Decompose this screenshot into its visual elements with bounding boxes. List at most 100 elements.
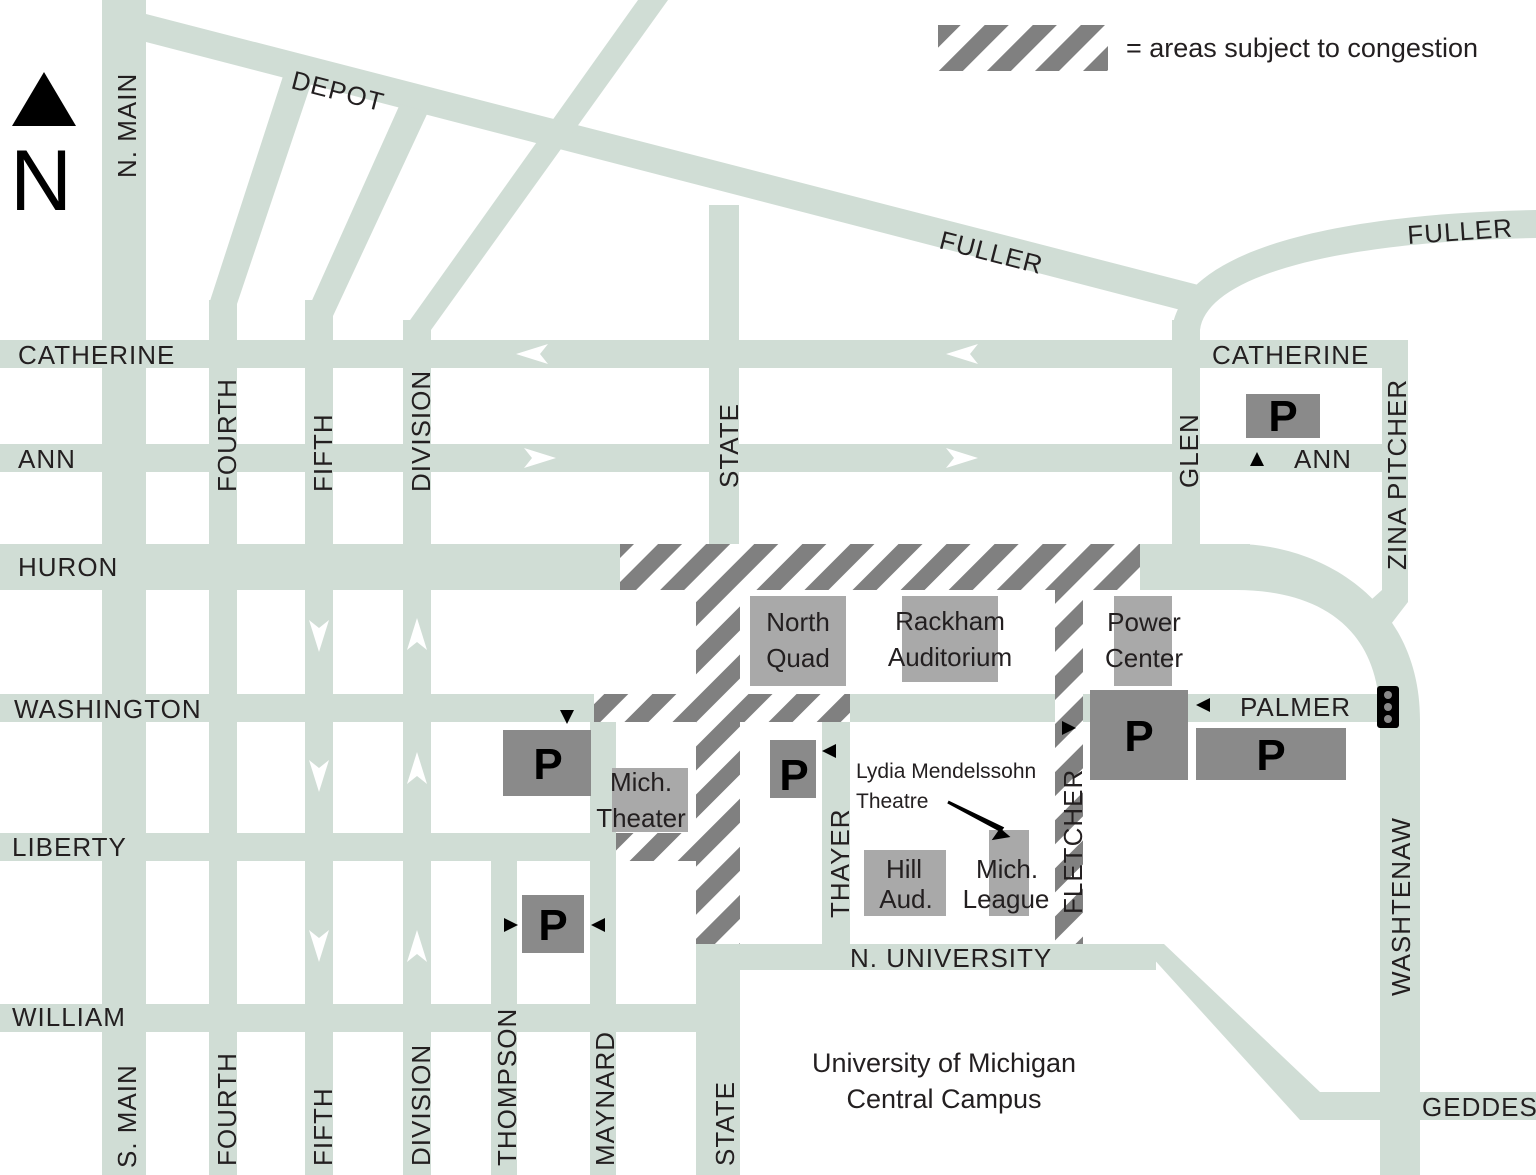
north-quad-label: North [766,607,830,637]
street-label-n-university: N. UNIVERSITY [850,943,1052,973]
north-arrow-icon [12,72,76,126]
oneway-arrow-icon [407,752,427,784]
buildings [612,596,1172,916]
legend: = areas subject to congestion [938,25,1478,71]
road-glen [1172,320,1200,550]
street-label-fifth-south: FIFTH [308,1087,338,1166]
street-label-fifth-north: FIFTH [308,413,338,492]
road-fourth-diag [209,70,313,304]
road-main [102,0,146,1175]
parking-palmer-west[interactable] [1090,690,1188,780]
north-letter: N [10,133,72,229]
congestion-area-washington [594,694,850,722]
mich-league-building[interactable] [989,830,1029,916]
street-label-maynard: MAYNARD [590,1031,620,1166]
compass: N [10,72,76,229]
street-label-thompson: THOMPSON [492,1008,522,1166]
parking-symbol: P [779,751,808,800]
congestion-areas [594,544,1140,944]
oneway-arrow-icon [946,448,978,468]
oneway-arrow-icon [309,930,329,962]
street-label-palmer: PALMER [1240,692,1351,722]
street-label-washtenaw: WASHTENAW [1386,817,1416,996]
street-label-catherine-east: CATHERINE [1212,340,1369,370]
road-fifth-diag [305,104,428,316]
hill-aud-label: Hill [886,854,922,884]
entrance-arrow-icon [1250,452,1264,466]
road-fifth [305,300,333,1175]
oneway-arrow-icon [516,344,548,364]
legend-text: = areas subject to congestion [1126,33,1478,63]
rackham-building[interactable] [902,596,998,682]
street-label-fourth-north: FOURTH [212,378,242,492]
oneway-arrow-icon [309,760,329,792]
street-label-state-south: STATE [710,1081,740,1166]
road-depot-fuller [146,14,1210,316]
street-label-glen: GLEN [1174,413,1204,488]
street-label-ann-west: ANN [18,444,76,474]
entrance-arrows [504,452,1264,932]
street-label-catherine-west: CATHERINE [18,340,175,370]
parking-symbols: P P P P P P [533,392,1297,950]
entrance-arrow-icon [560,710,574,724]
street-label-division-south: DIVISION [406,1044,436,1166]
parking-washington-fourth[interactable] [503,730,591,796]
parking-symbol: P [1268,392,1297,441]
parking-lots [503,394,1346,953]
entrance-arrow-icon [822,744,836,758]
congestion-area-huron [620,544,1140,944]
street-label-n-main: N. MAIN [112,73,142,178]
road-division-diag [403,0,668,330]
road-n-university [696,944,1156,970]
street-label-fuller-east: FULLER [1406,213,1514,250]
road-maynard [590,722,616,1175]
road-washtenaw [1236,544,1420,1175]
road-division [403,320,431,1175]
road-zina-pitcher [1382,340,1408,602]
parking-symbol: P [533,740,562,789]
congestion-area-liberty [616,833,696,861]
oneway-arrow-icon [946,344,978,364]
street-label-william: WILLIAM [12,1002,126,1032]
traffic-light-icon [1377,686,1399,728]
entrance-arrow-icon [504,918,518,932]
campus-label-line2: Central Campus [846,1084,1041,1114]
parking-maynard[interactable] [522,895,584,953]
road-fuller-east [1172,210,1536,330]
campus-label: University of Michigan Central Campus [812,1048,1076,1114]
lydia-mendelssohn-label: Theatre [856,790,928,813]
street-labels: N. MAIN S. MAIN DEPOT FULLER FULLER CATH… [12,65,1536,1168]
oneway-arrow-icon [407,618,427,650]
entrance-arrow-icon [591,918,605,932]
power-center-label: Center [1105,643,1183,673]
road-fourth [209,300,237,1175]
road-zina-link [1362,590,1408,628]
power-center-building[interactable] [1114,596,1172,686]
parking-symbol: P [1124,712,1153,761]
oneway-arrow-icon [524,448,556,468]
parking-palmer-east[interactable] [1196,728,1346,780]
hill-aud-label: Aud. [879,884,933,914]
oneway-arrow-icon [407,930,427,962]
street-label-washington: WASHINGTON [14,694,202,724]
mich-league-label: Mich. [976,854,1038,884]
road-n-university-diag [1140,944,1320,1120]
power-center-label: Power [1107,607,1181,637]
parking-ann-glen[interactable] [1246,394,1320,438]
street-label-geddes: GEDDES [1422,1092,1536,1122]
street-label-huron: HURON [18,552,118,582]
road-thayer [822,722,850,944]
parking-thayer[interactable] [770,740,816,798]
parking-symbol: P [538,901,567,950]
parking-symbol: P [1256,731,1285,780]
hill-aud-building[interactable] [864,850,946,916]
entrance-arrow-icon [1062,721,1076,735]
lydia-mendelssohn-label: Lydia Mendelssohn [856,760,1036,783]
mich-theater-building[interactable] [612,768,688,832]
north-quad-building[interactable] [750,596,846,686]
street-label-s-main: S. MAIN [112,1064,142,1168]
street-label-ann-east: ANN [1294,444,1352,474]
legend-swatch [938,25,1108,71]
building-labels: North Quad Rackham Auditorium Power Cent… [596,606,1183,914]
